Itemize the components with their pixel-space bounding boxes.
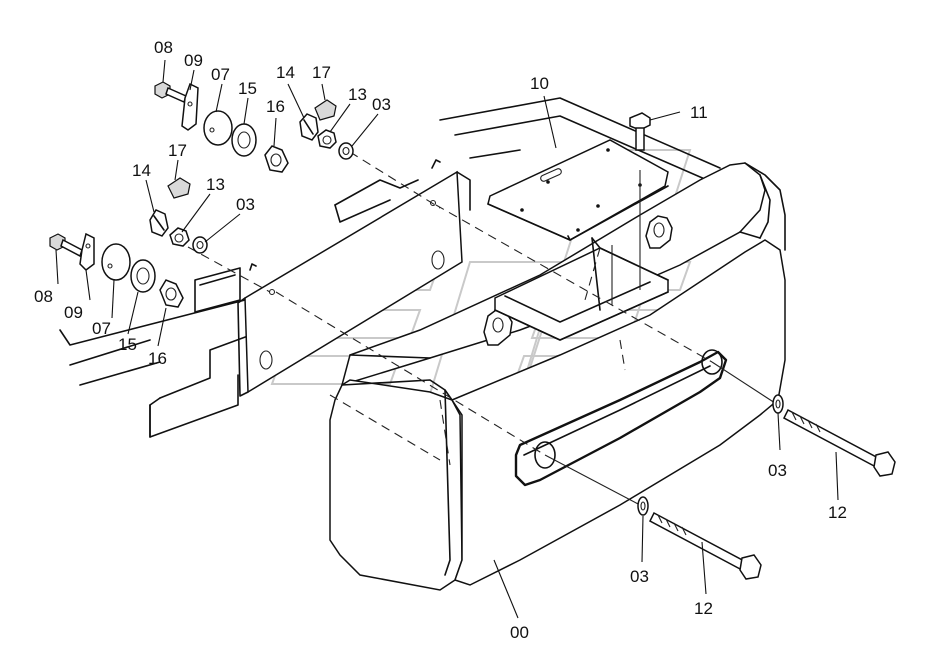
label-p15b: 15	[118, 335, 137, 354]
label-p03d: 03	[630, 567, 649, 586]
label-p17a: 17	[312, 63, 331, 82]
label-p10: 10	[530, 74, 549, 93]
upper-fastener-set	[154, 81, 337, 173]
machine-frame	[59, 97, 731, 438]
assembly-centerlines	[187, 151, 776, 506]
label-p00: 00	[510, 623, 529, 642]
mounting-plate	[237, 159, 471, 397]
label-p03a: 03	[372, 95, 391, 114]
label-p15a: 15	[238, 79, 257, 98]
label-p07a: 07	[211, 65, 230, 84]
washer-03-set	[192, 142, 784, 516]
label-p14b: 14	[132, 161, 151, 180]
label-p17b: 17	[168, 141, 187, 160]
lifting-lugs	[483, 215, 673, 346]
label-p14a: 14	[276, 63, 295, 82]
leader-lines	[55, 59, 839, 619]
bolt-11	[629, 112, 651, 151]
label-p09a: 09	[184, 51, 203, 70]
label-p03b: 03	[236, 195, 255, 214]
lower-fastener-set	[49, 177, 191, 308]
label-p03c: 03	[768, 461, 787, 480]
label-p11: 11	[690, 103, 708, 122]
label-p13a: 13	[348, 85, 367, 104]
label-p16a: 16	[266, 97, 285, 116]
long-bolt-12-set	[649, 408, 896, 580]
label-p07b: 07	[92, 319, 111, 338]
label-p12a: 12	[828, 503, 847, 522]
label-p12b: 12	[694, 599, 713, 618]
label-p13b: 13	[206, 175, 225, 194]
part-labels: 08 09 07 15 16 14 17 13 03 10 11 14 17 1…	[34, 38, 847, 642]
label-p16b: 16	[148, 349, 167, 368]
cover-plate	[487, 139, 669, 341]
label-p08a: 08	[154, 38, 173, 57]
label-p09b: 09	[64, 303, 83, 322]
label-p08b: 08	[34, 287, 53, 306]
